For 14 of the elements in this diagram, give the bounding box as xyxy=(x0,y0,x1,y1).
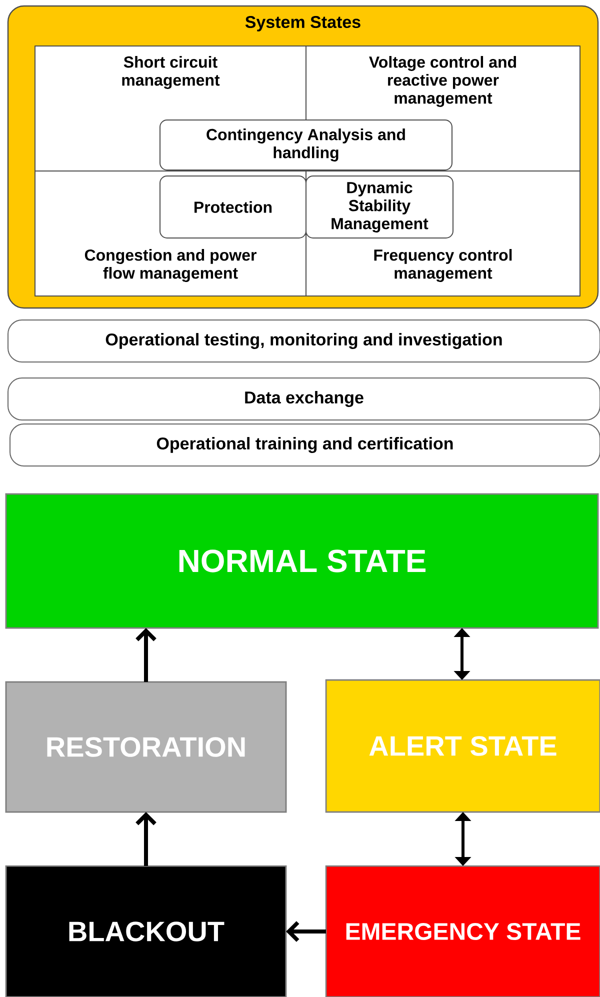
state-box: ALERT STATE xyxy=(325,679,600,813)
arrow xyxy=(136,812,156,866)
process-box: Dynamic Stability Management xyxy=(306,176,454,238)
state-box: NORMAL STATE xyxy=(5,493,599,629)
arrow xyxy=(286,921,326,942)
state-box: EMERGENCY STATE xyxy=(325,865,600,997)
band-box: Data exchange xyxy=(8,378,600,420)
arrow xyxy=(136,628,156,682)
state-box: RESTORATION xyxy=(5,681,287,813)
band-box: Operational training and certification xyxy=(10,424,600,466)
process-box: Contingency Analysis and handling xyxy=(160,120,452,170)
band-box: Operational testing, monitoring and investigation xyxy=(8,320,600,362)
process-box: Protection xyxy=(160,176,306,238)
state-box: BLACKOUT xyxy=(5,865,287,997)
